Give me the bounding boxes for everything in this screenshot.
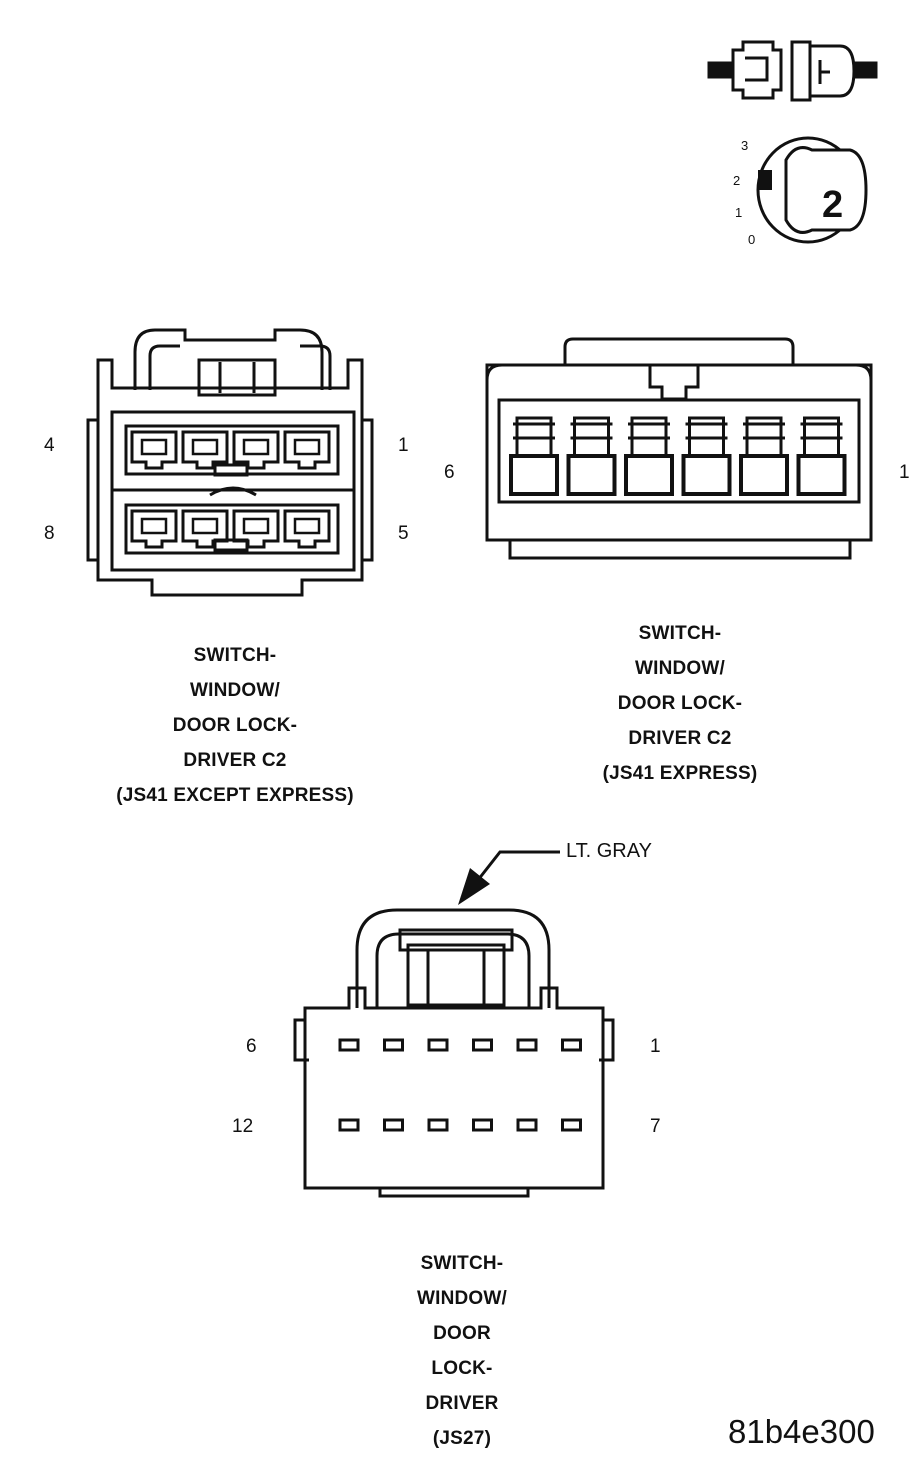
pin-cavity: [739, 416, 789, 496]
caption-line: (JS27): [432, 1428, 492, 1449]
pin-label: 4: [44, 435, 55, 456]
connector-caption: SWITCH- WINDOW/ DOOR LOCK- DRIVER C2 (JS…: [60, 638, 410, 813]
pin-cavity: [181, 509, 229, 549]
scale-label: 2: [733, 173, 740, 188]
pin-cavity: [472, 1118, 493, 1132]
view-number: 2: [822, 184, 843, 226]
pin-cavity: [232, 430, 280, 470]
pin-cavity: [516, 1118, 538, 1132]
pin-cavity: [283, 430, 331, 470]
caption-line: WINDOW/: [189, 680, 281, 701]
pin-label: 8: [44, 523, 55, 544]
caption-line: SWITCH-: [193, 645, 277, 666]
cavity-grid: [338, 1038, 582, 1132]
pin-label: 1: [899, 462, 910, 483]
caption-line: SWITCH-: [638, 623, 722, 644]
caption-line: (JS41 EXPRESS): [602, 763, 758, 784]
caption-line: DOOR: [433, 1323, 491, 1344]
pin-cavity: [561, 1038, 582, 1052]
caption-line: SWITCH-: [420, 1253, 504, 1274]
scale-label: 3: [741, 138, 748, 153]
caption-line: DRIVER C2: [628, 728, 732, 749]
cavity-grid: [509, 416, 847, 496]
pin-cavity: [427, 1118, 449, 1132]
caption-line: (JS41 EXCEPT EXPRESS): [116, 785, 354, 806]
pin-cavity: [130, 509, 178, 549]
pin-cavity: [338, 1118, 360, 1132]
caption-line: LOCK-: [431, 1358, 493, 1379]
connector-pair-icon: [707, 40, 878, 102]
pin-cavity: [283, 509, 331, 549]
pin-cavity: [383, 1038, 404, 1052]
pin-label: 6: [444, 462, 455, 483]
pin-cavity: [383, 1118, 404, 1132]
caption-line: DOOR LOCK-: [172, 715, 298, 736]
connector-caption: SWITCH- WINDOW/ DOOR LOCK- DRIVER C2 (JS…: [500, 616, 860, 791]
pin-label: 12: [232, 1116, 254, 1137]
pin-cavity: [561, 1118, 582, 1132]
caption-line: DRIVER C2: [183, 750, 287, 771]
pin-cavity: [130, 430, 178, 470]
pin-label: 6: [246, 1036, 257, 1057]
pin-cavity: [181, 430, 229, 470]
pin-cavity: [509, 416, 559, 496]
pin-cavity: [516, 1038, 538, 1052]
caption-line: WINDOW/: [634, 658, 726, 679]
arrow-head-icon: [458, 868, 490, 905]
pin-cavity: [338, 1038, 360, 1052]
pin-label: 1: [398, 435, 409, 456]
connector-caption: SWITCH- WINDOW/ DOOR LOCK- DRIVER (JS27): [362, 1246, 562, 1456]
pin-cavity: [427, 1038, 449, 1052]
figure-id: 81b4e300: [728, 1413, 875, 1450]
caption-line: DOOR LOCK-: [617, 693, 743, 714]
scale-label: 0: [748, 232, 755, 247]
caption-line: WINDOW/: [416, 1288, 508, 1309]
connector-c2-express: [485, 337, 873, 560]
pin-label: 7: [650, 1116, 661, 1137]
caption-line: DRIVER: [425, 1393, 499, 1414]
pin-label: 5: [398, 523, 409, 544]
cavity-grid: [130, 430, 331, 549]
pin-cavity: [796, 416, 847, 496]
pin-cavity: [566, 416, 617, 496]
wire-color-label: LT. GRAY: [566, 840, 652, 862]
pin-label: 1: [650, 1036, 661, 1057]
view-number-icon: 2 3 2 1 0: [733, 136, 868, 247]
connector-js27: [293, 850, 615, 1198]
scale-label: 1: [735, 205, 742, 220]
pin-cavity: [232, 509, 280, 549]
pin-cavity: [624, 416, 674, 496]
connector-c2-except-express: [86, 328, 374, 597]
pin-cavity: [472, 1038, 493, 1052]
pin-cavity: [681, 416, 732, 496]
